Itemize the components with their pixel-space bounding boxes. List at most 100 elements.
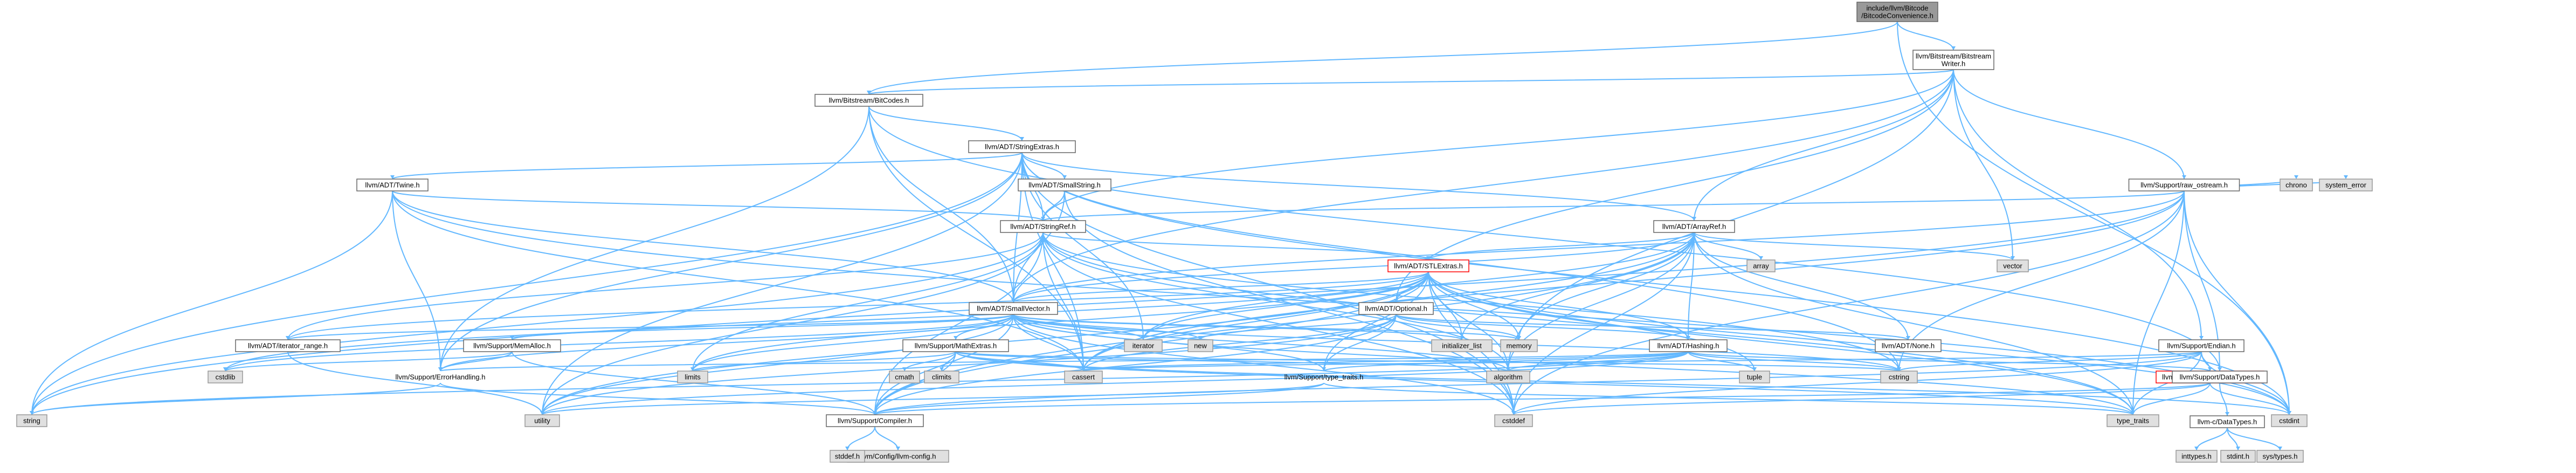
edge-arrowhead-hash-to-tuple <box>1752 367 1757 371</box>
node-box-comp <box>826 414 924 427</box>
node-stdinth: stdint.h <box>2220 450 2256 463</box>
node-ir[interactable]: llvm/ADT/iterator_range.h <box>235 339 341 352</box>
edge-opt-to-memory <box>1396 314 1520 340</box>
node-box-dt <box>2172 371 2268 383</box>
edge-opt-to-hash <box>1396 314 1689 340</box>
node-label-iterator: iterator <box>1132 342 1155 350</box>
edge-arrowhead-me-to-limits <box>690 367 695 371</box>
node-label-ar: llvm/ADT/ArrayRef.h <box>1662 223 1726 231</box>
node-box-tuple <box>1739 371 1770 383</box>
node-ss[interactable]: llvm/ADT/SmallString.h <box>1018 179 1111 191</box>
edge-me-to-cstdint <box>955 351 2290 415</box>
edge-arrowhead-me-to-cmath <box>902 367 907 371</box>
edge-hash-to-eh <box>440 351 1689 372</box>
edge-ro-to-string <box>31 190 2185 415</box>
edge-arrowhead-sv-to-iterator <box>1141 336 1145 340</box>
edge-arrowhead-end-to-cstring <box>1897 367 1901 371</box>
edge-me-to-cstring <box>955 351 1900 372</box>
edge-cdt-to-systypes <box>2227 427 2281 451</box>
node-label-root: /BitcodeConvenience.h <box>1861 12 1933 20</box>
node-none[interactable]: llvm/ADT/None.h <box>1875 339 1942 352</box>
node-box-algorithm <box>1486 371 1530 383</box>
node-iterator: iterator <box>1124 339 1163 352</box>
node-hash[interactable]: llvm/ADT/Hashing.h <box>1649 339 1728 352</box>
node-label-cstring: cstring <box>1889 373 1909 381</box>
node-ro[interactable]: llvm/Support/raw_ostream.h <box>2128 179 2240 191</box>
node-sr[interactable]: llvm/ADT/StringRef.h <box>1000 220 1086 233</box>
edge-comp-to-cfg <box>874 426 899 451</box>
node-memory: memory <box>1500 339 1538 352</box>
node-eh[interactable]: llvm/Support/ErrorHandling.h <box>396 373 486 381</box>
node-sv[interactable]: llvm/ADT/SmallVector.h <box>969 302 1058 315</box>
node-algorithm: algorithm <box>1486 371 1530 383</box>
node-label-memory: memory <box>1507 342 1532 350</box>
edge-arrowhead-dt-to-cdt <box>2225 412 2229 416</box>
node-ma[interactable]: llvm/Support/MemAlloc.h <box>463 339 561 352</box>
edge-se-to-cassert <box>1021 152 1084 372</box>
node-ar[interactable]: llvm/ADT/ArrayRef.h <box>1653 220 1735 233</box>
edge-arrowhead-sv-to-memory <box>1517 336 1521 340</box>
node-box-hash <box>1649 339 1728 352</box>
edge-stl-to-cstdint <box>1428 271 2290 415</box>
edge-stl-to-ir <box>287 271 1429 340</box>
node-label-eh: llvm/Support/ErrorHandling.h <box>396 373 486 381</box>
edge-arrowhead-cdt-to-stdinth <box>2236 447 2240 450</box>
edge-arrowhead-hash-to-string <box>30 411 34 415</box>
edge-opt-to-new <box>1200 314 1397 340</box>
node-se[interactable]: llvm/ADT/StringExtras.h <box>968 140 1076 153</box>
edge-arrowhead-sv-to-new <box>1198 336 1203 340</box>
edge-bw-to-ro <box>1953 69 2185 180</box>
edge-tw-to-sv <box>392 190 1014 303</box>
node-box-new <box>1187 339 1213 352</box>
node-bc[interactable]: llvm/Bitstream/BitCodes.h <box>814 94 923 107</box>
node-dt[interactable]: llvm/Support/DataTypes.h <box>2172 371 2268 383</box>
edge-tw-to-eh <box>392 190 441 372</box>
edge-end-to-comp <box>874 351 2202 415</box>
edge-bw-to-sv <box>1013 69 1954 303</box>
edge-arrowhead-me-to-climits <box>940 367 944 371</box>
node-label-none: llvm/ADT/None.h <box>1882 342 1935 350</box>
edge-hash-to-cassert <box>1083 351 1689 372</box>
node-label-end: llvm/Support/Endian.h <box>2167 342 2235 350</box>
node-type_traits: type_traits <box>2107 414 2159 427</box>
edge-ro-to-type_traits <box>2132 190 2185 415</box>
edge-arrowhead-comp-to-cfg <box>896 447 900 450</box>
node-box-ir <box>235 339 341 352</box>
node-label-opt: llvm/ADT/Optional.h <box>1365 305 1427 313</box>
node-cdt[interactable]: llvm-c/DataTypes.h <box>2190 415 2265 428</box>
node-end[interactable]: llvm/Support/Endian.h <box>2158 339 2244 352</box>
edge-arrowhead-ma-to-cstdlib <box>223 367 227 371</box>
node-box-me <box>902 339 1009 352</box>
node-label-array: array <box>1753 262 1769 270</box>
edge-arrowhead-cdt-to-systypes <box>2278 447 2282 450</box>
node-label-vector: vector <box>2003 262 2022 270</box>
node-label-dt: llvm/Support/DataTypes.h <box>2180 373 2260 381</box>
node-comp[interactable]: llvm/Support/Compiler.h <box>826 414 924 427</box>
edge-arrowhead-bw-to-bc <box>867 91 871 94</box>
edge-ss-to-sr <box>1042 190 1065 221</box>
edge-arrowhead-sv-to-ir <box>286 336 290 340</box>
node-tt[interactable]: llvm/Support/type_traits.h <box>1284 373 1364 381</box>
edge-ar-to-array <box>1694 232 1762 261</box>
node-tw[interactable]: llvm/ADT/Twine.h <box>356 179 429 191</box>
node-box-utility <box>524 414 560 427</box>
node-stl[interactable]: llvm/ADT/STLExtras.h <box>1387 259 1469 272</box>
edge-sv-to-limits <box>692 314 1014 372</box>
edge-arrowhead-sbo-to-cstddef <box>1511 411 1516 415</box>
node-label-me: llvm/Support/MathExtras.h <box>915 342 997 350</box>
edge-arrowhead-bc-to-se <box>1020 137 1024 141</box>
edge-arrowhead-se-to-tw <box>390 175 395 179</box>
node-label-tw: llvm/ADT/Twine.h <box>365 181 419 189</box>
node-opt[interactable]: llvm/ADT/Optional.h <box>1358 302 1434 315</box>
node-box-bw <box>1912 50 1994 70</box>
node-label-cfg: llvm/Config/llvm-config.h <box>860 453 936 461</box>
edge-sr-to-ir <box>287 232 1044 340</box>
edge-bw-to-bc <box>868 69 1954 95</box>
edge-hash-to-string <box>31 351 1689 415</box>
node-label-cassert: cassert <box>1072 373 1095 381</box>
node-me[interactable]: llvm/Support/MathExtras.h <box>902 339 1009 352</box>
node-box-type_traits <box>2107 414 2159 427</box>
node-label-sv: llvm/ADT/SmallVector.h <box>977 305 1050 313</box>
